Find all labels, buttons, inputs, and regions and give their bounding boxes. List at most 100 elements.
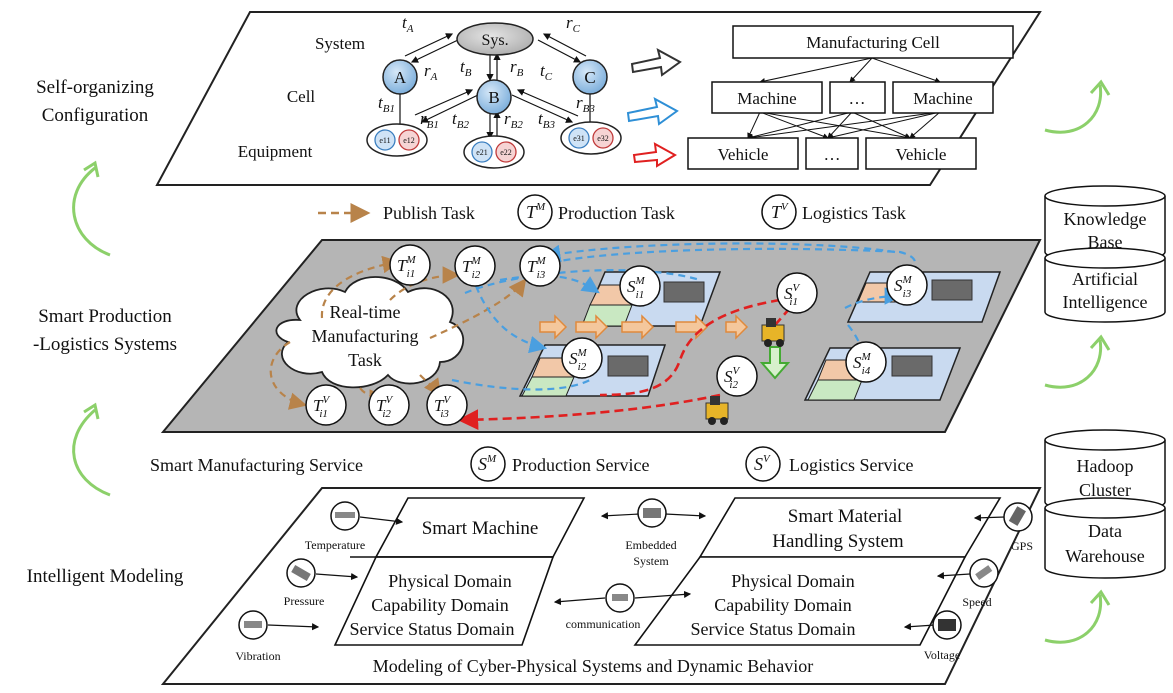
box-machine-ellipsis: … (829, 81, 886, 114)
side-label-line: -Logistics Systems (33, 334, 177, 355)
arrow-system-icon (630, 48, 682, 77)
hierarchy-connectors (747, 57, 941, 141)
database-artificial-intelligence: Artificial Intelligence (1044, 247, 1166, 323)
svg-text:TM: TM (526, 201, 546, 222)
edge-labels: tA rA rC tC tB rB tB1 rB1 tB2 rB2 tB3 rB… (378, 13, 595, 131)
level-label-system: System (315, 34, 365, 53)
svg-text:Handling System: Handling System (772, 531, 904, 552)
svg-text:Real-time: Real-time (330, 302, 401, 322)
forklift-icon (705, 396, 729, 425)
svg-text:SM: SM (478, 453, 497, 474)
box-machine-1: Machine (711, 81, 823, 114)
svg-text:Intelligence: Intelligence (1063, 292, 1148, 312)
svg-text:Physical Domain: Physical Domain (731, 571, 855, 591)
sys-node-label: Sys. (481, 32, 508, 49)
svg-text:Speed: Speed (962, 595, 991, 609)
voltage-sensor-icon: Voltage (924, 610, 962, 662)
svg-text:B: B (488, 88, 499, 107)
svg-text:Service Status Domain: Service Status Domain (350, 619, 515, 639)
svg-text:Machine: Machine (737, 89, 796, 108)
smart-material-handling-component: Smart Material Handling System Physical … (633, 497, 1002, 646)
svg-text:e12: e12 (403, 136, 415, 145)
svg-text:e32: e32 (597, 134, 609, 143)
sensor-connectors (267, 512, 1006, 631)
equipment-group-1: e11 e12 (366, 123, 428, 157)
svg-text:Voltage: Voltage (924, 648, 960, 662)
svg-text:Production Service: Production Service (512, 455, 649, 475)
svg-text:e11: e11 (379, 136, 390, 145)
vibration-sensor-icon: Vibration (235, 610, 281, 663)
down-arrow-icon (759, 346, 791, 380)
svg-text:Vibration: Vibration (235, 649, 280, 663)
cycle-arrow-icon (72, 79, 1111, 644)
svg-text:Temperature: Temperature (305, 538, 365, 552)
svg-text:Service Status Domain: Service Status Domain (691, 619, 856, 639)
svg-text:tB1: tB1 (378, 93, 395, 115)
svg-text:Production Task: Production Task (558, 203, 675, 223)
svg-text:…: … (824, 145, 841, 164)
cell-node-c: C (572, 59, 608, 95)
database-knowledge-base: Knowledge Base (1044, 185, 1166, 263)
svg-text:rB: rB (510, 57, 524, 79)
svg-text:Warehouse: Warehouse (1065, 546, 1145, 566)
box-machine-2: Machine (892, 81, 994, 114)
equipment-group-3: e31 e32 (560, 121, 622, 155)
database-data-warehouse: Data Warehouse (1044, 497, 1166, 579)
svg-text:…: … (849, 89, 866, 108)
svg-text:communication: communication (566, 617, 641, 631)
legend-publish-task: Publish Task (318, 203, 475, 223)
svg-text:Knowledge: Knowledge (1064, 209, 1147, 229)
svg-text:GPS: GPS (1011, 539, 1033, 553)
level-label-cell: Cell (287, 87, 316, 106)
svg-text:C: C (584, 68, 595, 87)
smart-machine-component: Smart Machine Physical Domain Capability… (333, 497, 586, 646)
service-cell-i4 (803, 347, 962, 401)
svg-text:Vehicle: Vehicle (718, 145, 769, 164)
service-cell-i2 (518, 344, 667, 397)
arrow-equipment-icon (632, 142, 677, 168)
svg-text:tA: tA (402, 13, 414, 35)
box-manufacturing-cell: Manufacturing Cell (732, 25, 1014, 59)
side-label-smart-pls: Smart Production -Logistics Systems (33, 306, 177, 355)
svg-text:Publish Task: Publish Task (383, 203, 475, 223)
speed-sensor-icon: Speed (962, 558, 999, 609)
box-vehicle-ellipsis: … (805, 137, 859, 170)
pressure-sensor-icon: Pressure (284, 558, 324, 608)
side-label-line: Smart Production (38, 306, 172, 327)
svg-text:Logistics Task: Logistics Task (802, 203, 906, 223)
bottom-layer-caption: Modeling of Cyber-Physical Systems and D… (373, 656, 814, 676)
box-vehicle-2: Vehicle (865, 137, 977, 170)
svg-text:Capability Domain: Capability Domain (371, 595, 508, 615)
box-vehicle-1: Vehicle (687, 137, 799, 170)
svg-text:Base: Base (1088, 232, 1123, 252)
svg-text:Smart Machine: Smart Machine (422, 518, 539, 539)
svg-text:SV: SV (754, 453, 771, 474)
svg-text:Physical Domain: Physical Domain (388, 571, 512, 591)
svg-text:Hadoop: Hadoop (1077, 456, 1134, 476)
side-label-line: Self-organizing (36, 77, 154, 98)
svg-text:tC: tC (540, 61, 553, 83)
svg-text:Manufacturing Cell: Manufacturing Cell (806, 33, 940, 52)
svg-text:rB3: rB3 (576, 93, 595, 115)
svg-text:rB1: rB1 (420, 109, 439, 131)
